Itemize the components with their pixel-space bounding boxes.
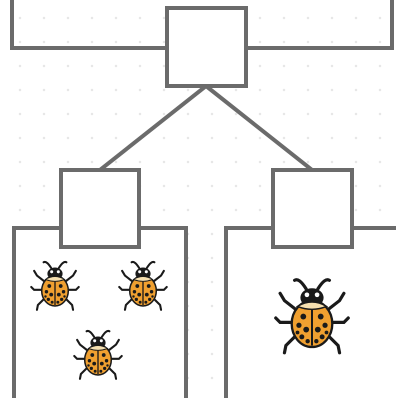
child-node-right [271,168,354,249]
branch-right [203,83,315,173]
child-node-left [59,168,141,249]
root-node [165,6,248,88]
parent-box-right-edge [244,0,394,50]
branch-left [97,83,209,173]
parent-box-left-edge [10,0,169,50]
